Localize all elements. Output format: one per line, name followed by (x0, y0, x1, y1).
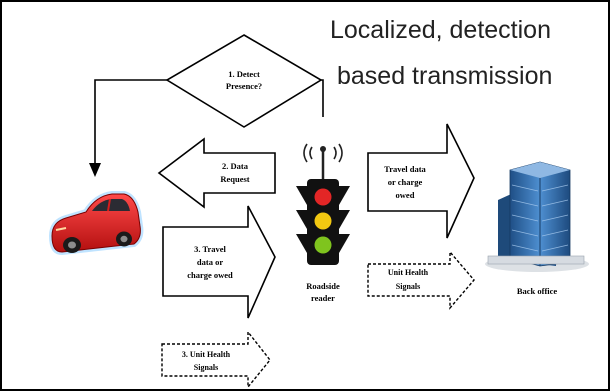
unit-health-office-label-2: Signals (396, 282, 420, 291)
travel-data-reader-label-3: charge owed (187, 270, 233, 280)
car-icon (48, 191, 144, 256)
data-request-label-1: 2. Data (222, 161, 249, 171)
unit-health-reader-arrow: 3. Unit Health Signals (161, 329, 271, 389)
roadside-reader-label-2: reader (311, 293, 335, 303)
unit-health-reader-label-1: 3. Unit Health (182, 350, 231, 359)
red-light (314, 188, 332, 206)
detect-presence-label-2: Presence? (226, 81, 262, 91)
decision-to-car-arrowhead (89, 163, 101, 177)
data-request-arrow: 2. Data Request (157, 137, 276, 209)
unit-health-office-arrow: Unit Health Signals (367, 250, 475, 310)
travel-data-office-label-3: owed (396, 190, 415, 200)
unit-health-reader-label-2: Signals (194, 363, 218, 372)
office-building-icon (485, 161, 589, 272)
unit-health-office-label-1: Unit Health (388, 268, 429, 277)
travel-data-to-office-arrow: Travel data or charge owed (367, 123, 475, 239)
detect-presence-decision: 1. Detect Presence? (165, 34, 323, 128)
traffic-light-icon (296, 143, 350, 265)
roadside-reader-label-1: Roadside (306, 281, 340, 291)
reader-to-decision-connector (321, 79, 324, 117)
data-request-label-2: Request (220, 174, 249, 184)
amber-light (314, 212, 332, 230)
title-line-1: Localized, detection (330, 16, 551, 44)
travel-data-reader-label-2: data or (197, 257, 223, 267)
travel-data-office-label-2: or charge (388, 177, 423, 187)
green-light (314, 236, 332, 254)
title-line-2: based transmission (337, 62, 552, 90)
decision-to-car-connector (94, 79, 167, 166)
detect-presence-label-1: 1. Detect (228, 69, 260, 79)
travel-data-reader-label-1: 3. Travel (194, 244, 226, 254)
back-office-label: Back office (517, 286, 558, 296)
travel-data-office-label-1: Travel data (384, 164, 426, 174)
travel-data-to-reader-arrow: 3. Travel data or charge owed (162, 205, 276, 319)
